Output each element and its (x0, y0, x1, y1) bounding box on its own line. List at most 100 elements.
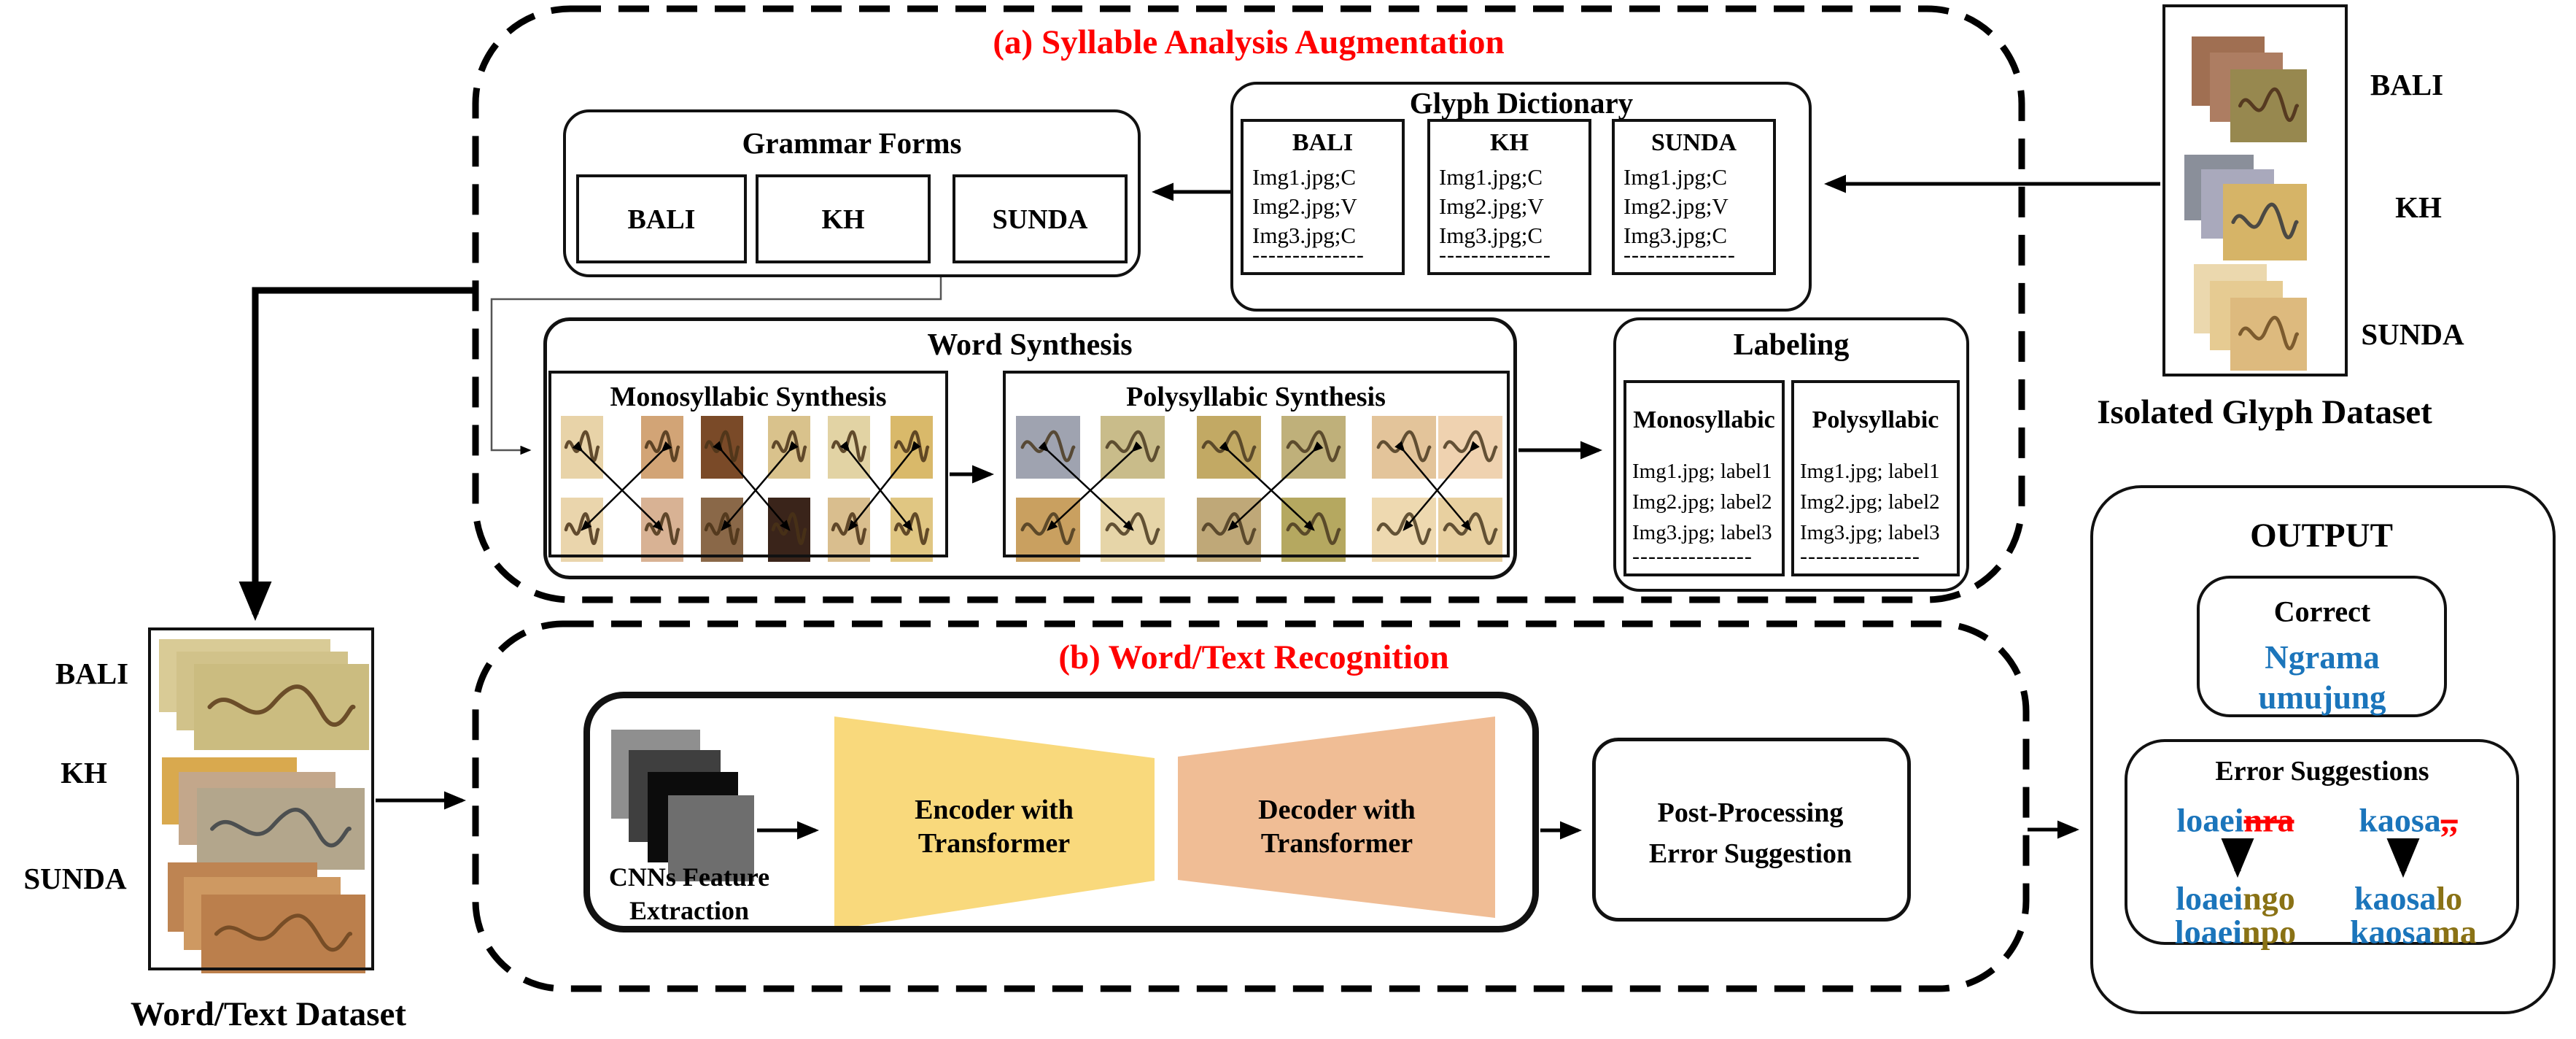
worddataset-label-bali: BALI (55, 657, 129, 690)
monosyllabic-synthesis-box (548, 371, 948, 557)
suggestion-prefix: kaosa (2350, 913, 2432, 951)
section-a-title: (a) Syllable Analysis Augmentation (993, 23, 1505, 61)
decoder-label-line1: Decoder with (1258, 795, 1416, 825)
glyphdict-cell-title: SUNDA (1650, 129, 1737, 156)
grammar-forms-title: Grammar Forms (742, 126, 962, 160)
output-title: OUTPUT (2250, 517, 2393, 555)
grammar-cell-bali-label: BALI (627, 204, 696, 235)
glyphdict-entry: Img2.jpg;V (1439, 193, 1544, 219)
labeling-cell-title: Polysyllabic (1812, 406, 1939, 433)
labeling-box (1613, 317, 1969, 592)
labeling-entry: Img3.jpg; label3 (1800, 521, 1940, 544)
glyph-dictionary-box (1230, 82, 1812, 312)
glyphdict-ellipsis: -------------- (1252, 243, 1365, 267)
glyphdict-cell-title: KH (1490, 129, 1529, 156)
labeling-title: Labeling (1733, 328, 1850, 362)
suggestion-prefix: loaei (2174, 913, 2242, 951)
encoder-label-line1: Encoder with (915, 795, 1074, 825)
word-text-dataset-caption: Word/Text Dataset (130, 995, 407, 1033)
worddataset-label-sunda: SUNDA (23, 862, 127, 895)
isolated-label-kh: KH (2395, 190, 2442, 224)
suggestion-word: kaosama (2350, 913, 2477, 951)
grammar-cell-bali (576, 174, 747, 263)
labeling-entry: Img1.jpg; label1 (1800, 460, 1940, 483)
error-suggestions-title: Error Suggestions (2215, 756, 2429, 787)
post-processing-line2: Error Suggestion (1648, 838, 1853, 869)
error-word-kept: loaei (2176, 801, 2244, 839)
suggestion-prefix: kaosa (2354, 879, 2437, 917)
suggestion-word: loaeingo (2176, 879, 2295, 918)
labeling-cell-monosyllabic: Monosyllabic Img1.jpg; label1 Img2.jpg; … (1623, 380, 1785, 576)
recognition-model-box (583, 692, 1539, 932)
word-synthesis-title: Word Synthesis (927, 328, 1133, 362)
glyphdict-entry: Img1.jpg;C (1439, 164, 1543, 190)
suggestion-prefix: loaei (2176, 879, 2243, 917)
glyphdict-entry: Img1.jpg;C (1252, 164, 1357, 190)
grammar-cell-kh-label: KH (821, 204, 865, 235)
glyphdict-cell-sunda: SUNDA Img1.jpg;C Img2.jpg;V Img3.jpg;C -… (1612, 119, 1776, 275)
grammar-cell-sunda-label: SUNDA (992, 204, 1088, 235)
polysyllabic-synthesis-title: Polysyllabic Synthesis (1126, 382, 1386, 412)
cnn-label-line2: Extraction (629, 896, 749, 925)
encoder-label-line2: Transformer (917, 828, 1071, 859)
error-word-removed: nra (2243, 801, 2294, 839)
connector-arrows (238, 174, 2420, 878)
isolated-label-sunda: SUNDA (2361, 317, 2464, 351)
cnn-label-line1: CNNs Feature (608, 862, 770, 892)
suggestion-suffix: npo (2241, 913, 2297, 951)
word-synthesis-box (543, 317, 1517, 579)
glyphdict-entry: Img2.jpg;V (1252, 193, 1357, 219)
section-b-title: (b) Word/Text Recognition (1058, 638, 1449, 676)
polysyllabic-synthesis-box (1003, 371, 1510, 557)
grammar-forms-box (563, 109, 1141, 277)
monosyllabic-synthesis-title: Monosyllabic Synthesis (610, 382, 887, 412)
suggestion-suffix: ngo (2243, 879, 2295, 917)
correct-word-1: Ngrama (2265, 639, 2380, 676)
glyphdict-entry: Img3.jpg;C (1439, 223, 1543, 248)
labeling-entry: Img3.jpg; label3 (1632, 521, 1772, 544)
isolated-glyph-dataset-box (2162, 4, 2348, 376)
section-b-frame (472, 620, 2030, 992)
labeling-entry: Img1.jpg; label1 (1632, 460, 1772, 483)
correct-title: Correct (2273, 595, 2371, 628)
error-word-right: kaosa,, (2359, 801, 2457, 840)
suggestion-word: kaosalo (2354, 879, 2462, 918)
glyphdict-entry: Img1.jpg;C (1623, 164, 1728, 190)
labeling-entry: Img2.jpg; label2 (1800, 490, 1940, 514)
decoder-trapezoid (1178, 717, 1495, 918)
labeling-ellipsis: --------------- (1632, 544, 1753, 568)
post-processing-line1: Post-Processing (1657, 797, 1844, 828)
glyphdict-ellipsis: -------------- (1439, 243, 1551, 267)
glyphdict-ellipsis: -------------- (1623, 243, 1736, 267)
arrow-grammar-to-wordsynthesis (490, 277, 942, 455)
suggestion-suffix: ma (2432, 913, 2477, 951)
post-processing-box (1592, 738, 1911, 922)
labeling-cell-polysyllabic: Polysyllabic Img1.jpg; label1 Img2.jpg; … (1791, 380, 1960, 576)
glyphdict-cell-kh: KH Img1.jpg;C Img2.jpg;V Img3.jpg;C ----… (1427, 119, 1591, 275)
labeling-ellipsis: --------------- (1800, 544, 1920, 568)
labeling-entry: Img2.jpg; label2 (1632, 490, 1772, 514)
isolated-label-bali: BALI (2370, 68, 2444, 101)
grammar-cell-sunda (953, 174, 1128, 263)
glyphdict-entry: Img3.jpg;C (1623, 223, 1728, 248)
glyphdict-cell-title: BALI (1292, 129, 1354, 156)
glyphdict-cell-bali: BALI Img1.jpg;C Img2.jpg;V Img3.jpg;C --… (1241, 119, 1405, 275)
decoder-label-line2: Transformer (1260, 828, 1413, 859)
worddataset-label-kh: KH (61, 756, 107, 789)
error-word-left: loaeinra (2177, 801, 2294, 840)
error-word-kept: kaosa (2359, 801, 2441, 839)
error-suggestions-box (2125, 739, 2519, 945)
glyphdict-entry: Img2.jpg;V (1623, 193, 1729, 219)
suggestion-word: loaeinpo (2175, 913, 2296, 951)
isolated-glyph-dataset-caption: Isolated Glyph Dataset (2097, 393, 2432, 431)
error-word-removed: ,, (2440, 801, 2458, 839)
section-a-frame (472, 5, 2025, 603)
word-text-dataset-box (148, 627, 374, 970)
encoder-trapezoid (834, 717, 1155, 930)
grammar-cell-kh (756, 174, 931, 263)
arrow-sectiona-to-worddataset (238, 287, 476, 621)
suggestion-suffix: lo (2436, 879, 2463, 917)
glyph-dictionary-title: Glyph Dictionary (1409, 86, 1634, 120)
